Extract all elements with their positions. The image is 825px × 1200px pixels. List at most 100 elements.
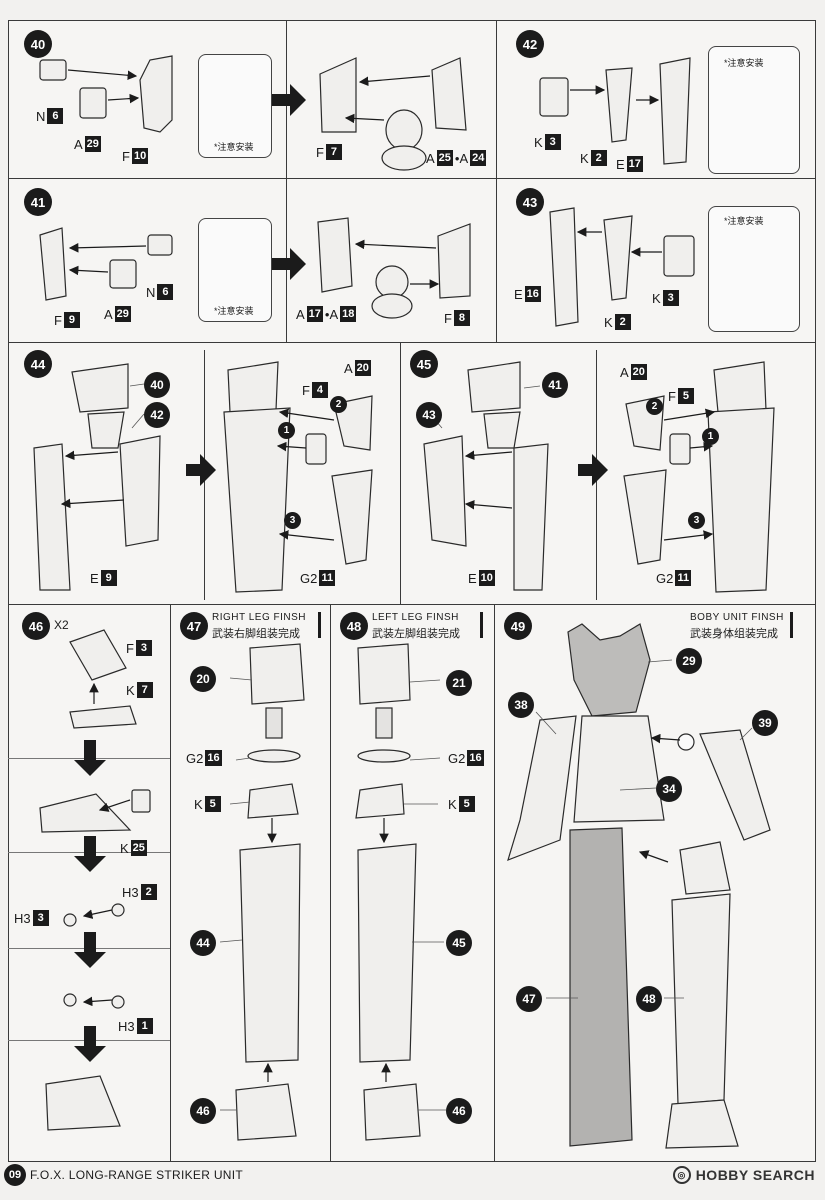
footer-left: 09 F.O.X. LONG-RANGE STRIKER UNIT (4, 1164, 243, 1186)
part-n6-41 (147, 234, 173, 256)
label-right-leg-cn: 武装右脚组装完成 (212, 628, 300, 640)
label-body-en: BOBY UNIT FINSH (690, 612, 784, 623)
part-n6-40 (39, 59, 67, 81)
part-k3-42 (539, 77, 569, 117)
part-k3-43 (663, 235, 695, 277)
flow-arrows (74, 84, 608, 1062)
ref-38: 38 (508, 692, 534, 718)
part-g216-48 (357, 749, 411, 763)
label-left-leg-en: LEFT LEG FINSH (372, 612, 459, 623)
part-f3-46 (69, 629, 127, 681)
divider-col-top (496, 20, 497, 342)
part-k25-46 (131, 789, 151, 813)
step-42: 42 (516, 30, 544, 58)
part-a25-40 (385, 109, 423, 151)
ref-39: 39 (752, 710, 778, 736)
part-e17-42 (659, 57, 691, 165)
step-48: 48 (340, 612, 368, 640)
ref-21: 21 (446, 670, 472, 696)
part-e10-45 (513, 443, 549, 591)
part-f4-44 (305, 433, 327, 465)
part-g216-47 (247, 749, 301, 763)
divider-col-48 (494, 604, 495, 1162)
step-45: 45 (410, 350, 438, 378)
part-21-48 (357, 643, 411, 705)
divider-col-47 (330, 604, 331, 1162)
ref-47: 47 (516, 986, 542, 1012)
part-k2-42 (605, 67, 633, 143)
figure-left-arm-part (699, 729, 771, 841)
step-47: 47 (180, 612, 208, 640)
leg-assembled-45 (707, 407, 775, 593)
ref-44: 44 (190, 930, 216, 956)
quantity-x2: X2 (54, 618, 69, 632)
divider-col-46 (170, 604, 171, 1162)
page-number: 09 (4, 1164, 26, 1186)
order-3-45: 3 (688, 512, 705, 529)
order-3-44: 3 (284, 512, 301, 529)
ref-48: 48 (636, 986, 662, 1012)
part-k5-47 (247, 783, 299, 819)
part-e9-44 (33, 443, 71, 591)
label-bar-48 (480, 612, 483, 638)
part-k25-46-base (39, 793, 132, 833)
part-f8-41 (437, 223, 471, 299)
footer-brand: ◎ HOBBY SEARCH (672, 1166, 815, 1184)
ref-20: 20 (190, 666, 216, 692)
step-44: 44 (24, 350, 52, 378)
figure-right-leg (569, 827, 633, 1147)
part-44-47 (239, 843, 301, 1063)
figure-torso (573, 715, 665, 823)
part-46-47 (235, 1083, 297, 1141)
note-box-41 (198, 218, 272, 322)
part-20-47 (249, 643, 305, 705)
brand-logo-icon: ◎ (672, 1166, 691, 1184)
ref-45: 45 (446, 930, 472, 956)
label-bar-49 (790, 612, 793, 638)
part-a29-41 (109, 259, 137, 289)
step-43: 43 (516, 188, 544, 216)
part-a29-40 (79, 87, 107, 119)
order-2-45: 2 (646, 398, 663, 415)
part-k2-43 (603, 215, 633, 301)
leg-assembled-44 (223, 407, 291, 593)
divider-row2 (8, 342, 816, 343)
part-g211-44 (331, 469, 373, 565)
part-f10-40 (139, 55, 173, 133)
divider-row1 (8, 178, 816, 179)
order-1-45: 1 (702, 428, 719, 445)
part-45-48 (357, 843, 417, 1063)
divider-row3 (8, 604, 816, 605)
part-left-41 (317, 217, 353, 293)
part-f5-45 (669, 433, 691, 465)
part-f9-41 (39, 227, 67, 301)
part-46-48 (363, 1083, 421, 1141)
figure-right-arm (507, 715, 577, 861)
part-g211-45 (623, 469, 667, 565)
label-right-leg-en: RIGHT LEG FINSH (212, 612, 306, 623)
